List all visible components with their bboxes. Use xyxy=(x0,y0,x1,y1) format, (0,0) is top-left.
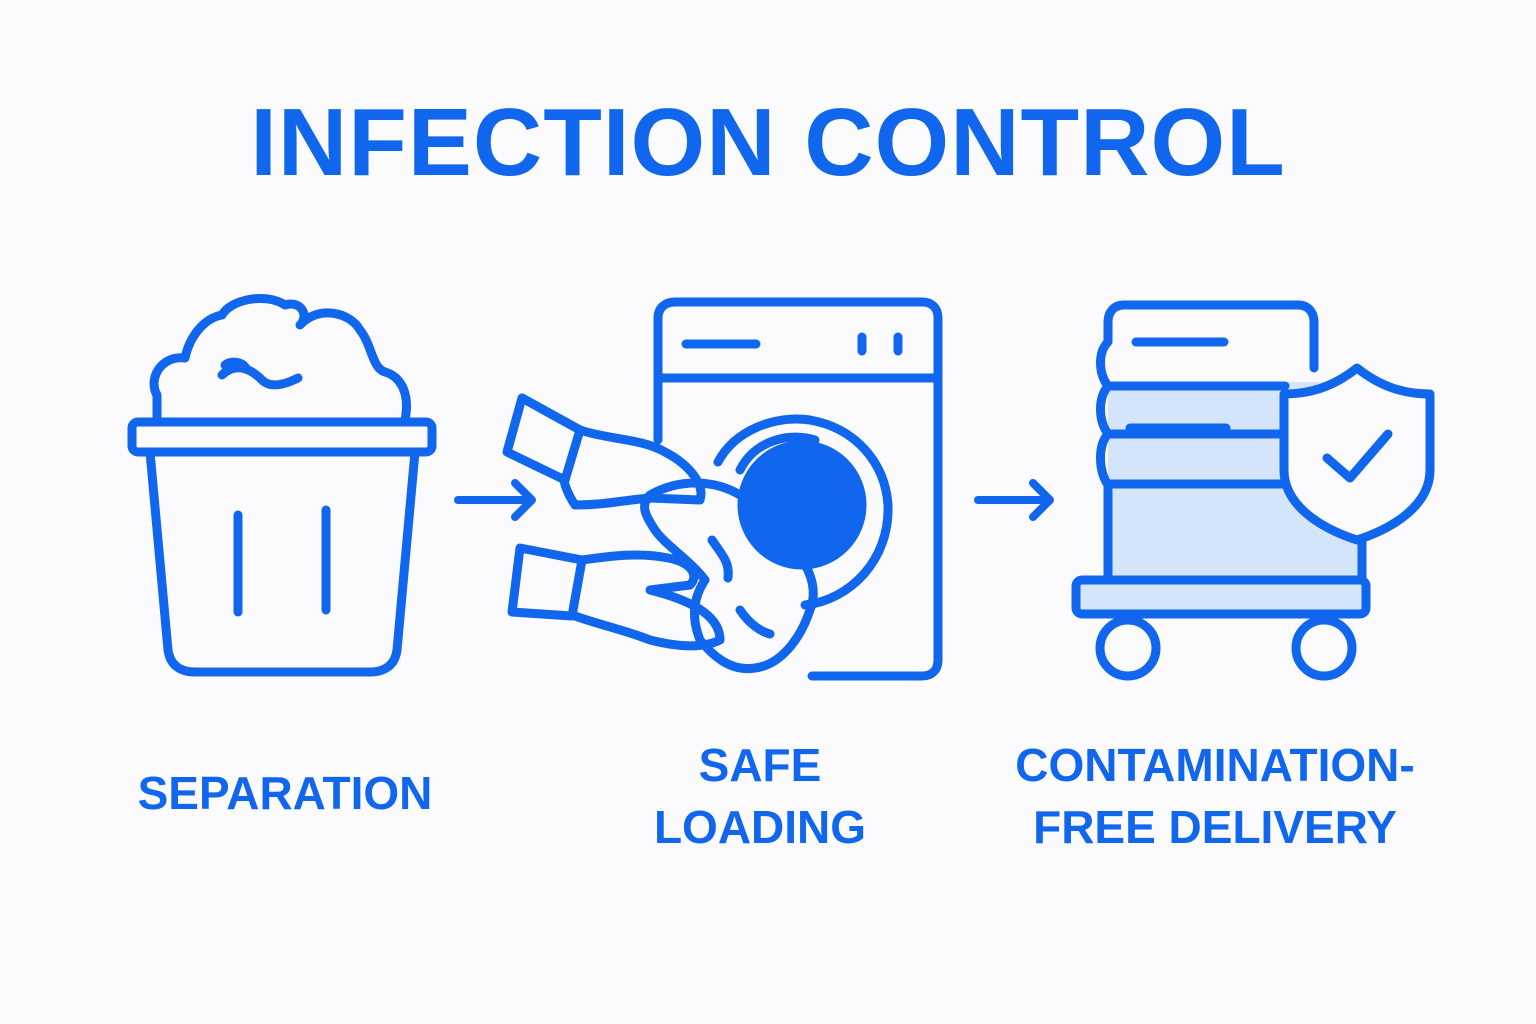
laundry-basket-icon xyxy=(120,290,450,690)
step-label-line: SEPARATION xyxy=(137,767,433,819)
step-label-separation: SEPARATION xyxy=(100,762,470,824)
arrow-right-icon xyxy=(970,475,1060,525)
linen-cart-shield-icon xyxy=(1065,295,1445,685)
step-label-line: LOADING xyxy=(653,801,867,853)
step-label-line: CONTAMINATION- xyxy=(1015,739,1415,791)
arrow-right-icon xyxy=(450,475,540,525)
step-label-contamination-free-delivery: CONTAMINATION- FREE DELIVERY xyxy=(975,734,1455,858)
step-label-safe-loading: SAFE LOADING xyxy=(580,734,940,858)
page-title: INFECTION CONTROL xyxy=(250,89,1286,196)
step-label-line: SAFE xyxy=(698,739,822,791)
washing-machine-loading-icon xyxy=(495,290,950,690)
step-label-line: FREE DELIVERY xyxy=(1033,801,1397,853)
